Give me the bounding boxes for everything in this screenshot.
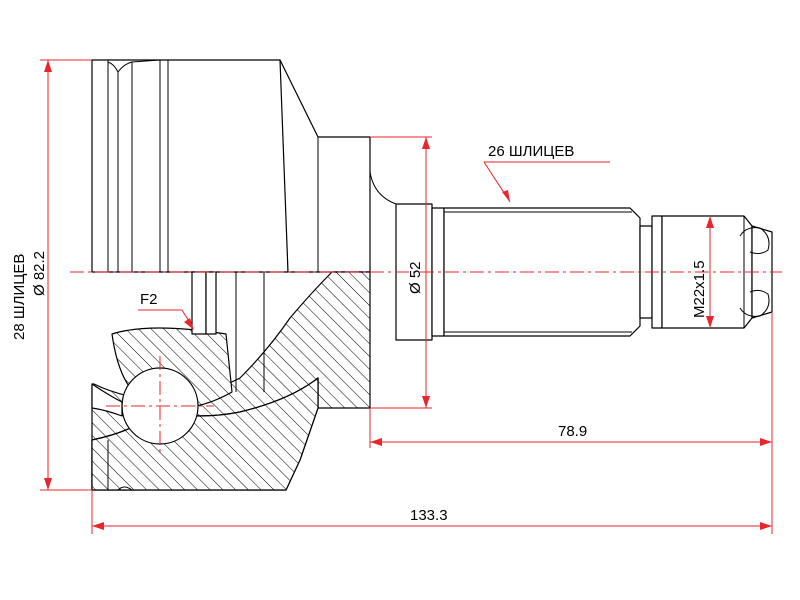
dimension-length-shaft [369,312,773,448]
dimension-length-total [91,448,773,534]
dimension-thread [706,216,714,328]
label-length-shaft: 78.9 [558,423,587,440]
housing-neck [279,59,397,273]
label-thread: M22x1.5 [691,260,708,318]
label-spline-outer: 26 ШЛИЦЕВ [488,143,574,160]
label-diameter-seat: Ø 52 [407,261,424,294]
label-f2: F2 [140,291,158,308]
dimension-diameter-seat [370,136,432,409]
housing-section [91,271,371,491]
dimension-diameter-outer [40,59,92,491]
label-diameter-outer: Ø 82.2 [31,251,48,296]
leader-f2 [138,309,194,330]
leader-spline-outer [483,161,610,203]
splined-shaft [443,207,773,337]
label-spline-inner: 28 ШЛИЦЕВ [11,254,28,340]
housing-upper [91,59,289,273]
label-length-total: 133.3 [410,507,448,524]
